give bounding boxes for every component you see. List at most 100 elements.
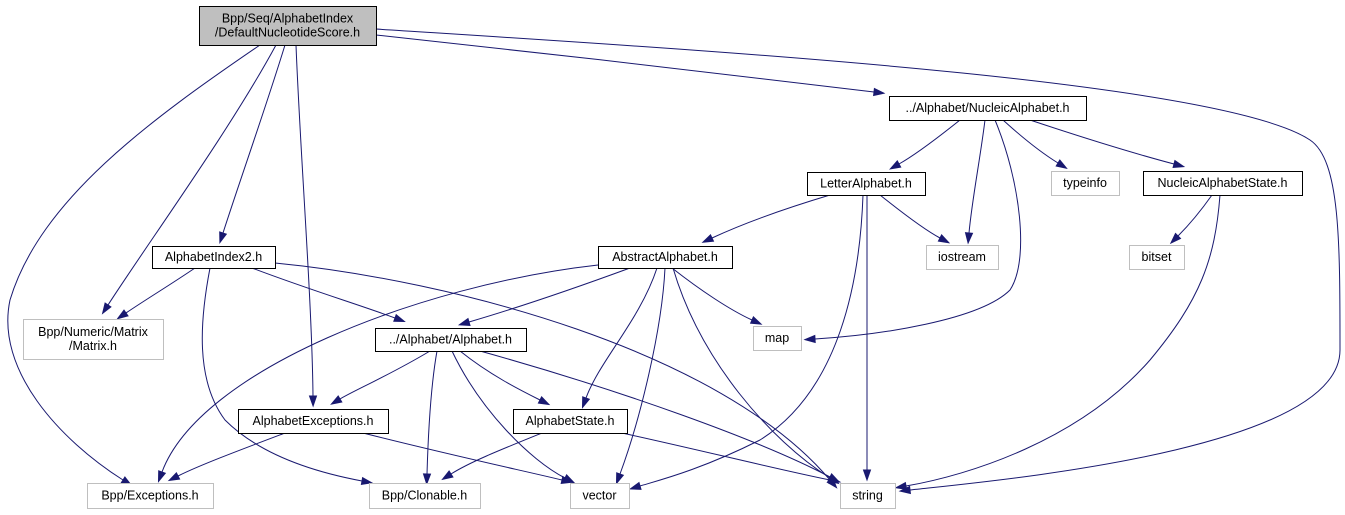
node-abstract-alphabet[interactable]: AbstractAlphabet.h <box>598 246 733 269</box>
edge-line <box>251 267 396 319</box>
node-label: ../Alphabet/Alphabet.h <box>389 333 512 347</box>
nodes-layer: Bpp/Seq/AlphabetIndex/DefaultNucleotideS… <box>23 6 1303 509</box>
edge-alphabet-index2-to-matrix <box>116 267 196 320</box>
node-box <box>152 246 276 269</box>
edge-line <box>1002 119 1059 164</box>
node-box <box>369 483 481 509</box>
edge-line <box>107 44 277 306</box>
edge-nucleic-alphabet-to-nucleic-alphabet-state <box>1029 119 1186 168</box>
arrowhead-icon <box>457 317 471 326</box>
edge-alphabet-state-to-string <box>621 432 842 484</box>
node-box <box>87 483 214 509</box>
arrowhead-icon <box>116 309 129 320</box>
arrowhead-icon <box>422 473 432 486</box>
node-box <box>23 319 164 360</box>
arrowhead-icon <box>894 481 908 491</box>
arrowhead-icon <box>157 470 167 483</box>
node-box <box>375 328 527 352</box>
arrowhead-icon <box>441 470 454 481</box>
arrowhead-icon <box>964 232 974 245</box>
edge-line <box>177 432 286 477</box>
edge-line <box>295 44 314 397</box>
edge-line <box>375 34 875 93</box>
edge-nucleic-alphabet-state-to-bitset <box>1169 194 1213 245</box>
node-label: typeinfo <box>1063 176 1107 190</box>
node-label: vector <box>582 489 616 503</box>
arrowhead-icon <box>167 472 181 482</box>
edges-layer <box>7 28 1341 495</box>
edge-line <box>968 119 986 234</box>
edge-letter-alphabet-to-iostream <box>879 194 951 244</box>
node-label: Bpp/Numeric/Matrix <box>38 325 148 339</box>
node-clonable: Bpp/Clonable.h <box>369 483 481 509</box>
node-alphabet-index2[interactable]: AlphabetIndex2.h <box>152 246 276 269</box>
edge-line <box>459 350 541 401</box>
node-label: map <box>765 331 789 345</box>
node-letter-alphabet[interactable]: LetterAlphabet.h <box>807 172 926 196</box>
edge-line <box>671 267 753 321</box>
node-iostream: iostream <box>926 245 999 270</box>
edge-abstract-alphabet-to-map <box>671 267 763 325</box>
arrowhead-icon <box>1172 159 1186 168</box>
node-label: Bpp/Exceptions.h <box>101 489 198 503</box>
arrowhead-icon <box>537 396 551 406</box>
edge-abstract-alphabet-to-string <box>672 267 840 485</box>
edge-alphabet-to-clonable <box>422 350 438 486</box>
arrowhead-icon <box>862 469 872 482</box>
arrowhead-icon <box>219 231 228 244</box>
edge-alphabet-to-alphabet-state <box>459 350 551 406</box>
edge-line <box>814 119 1022 340</box>
edge-line <box>222 44 286 234</box>
edge-line <box>1029 119 1175 165</box>
node-nucleic-alphabet-state[interactable]: NucleicAlphabetState.h <box>1143 171 1303 196</box>
arrowhead-icon <box>873 87 886 97</box>
edge-line <box>1177 194 1213 237</box>
node-box <box>926 245 999 270</box>
edge-alphabet-index2-to-alphabet <box>251 267 406 323</box>
node-label: LetterAlphabet.h <box>820 177 912 191</box>
edge-line <box>125 267 196 314</box>
node-label: /DefaultNucleotideScore.h <box>215 26 360 40</box>
edge-alphabet-to-alphabet-exceptions <box>330 350 431 405</box>
edge-alphabet-index2-to-clonable <box>201 267 374 486</box>
arrowhead-icon <box>1055 159 1068 169</box>
edge-root-to-alphabet-index2 <box>219 44 286 244</box>
node-box <box>199 6 377 46</box>
arrowhead-icon <box>888 160 902 170</box>
edge-root-to-matrix <box>101 44 277 315</box>
node-typeinfo: typeinfo <box>1051 171 1120 196</box>
node-nucleic-alphabet[interactable]: ../Alphabet/NucleicAlphabet.h <box>889 96 1087 121</box>
node-bitset: bitset <box>1129 245 1185 270</box>
node-label: string <box>852 489 883 503</box>
edge-alphabet-exceptions-to-vector <box>362 432 574 484</box>
node-box <box>1129 245 1185 270</box>
node-root[interactable]: Bpp/Seq/AlphabetIndex/DefaultNucleotideS… <box>199 6 377 46</box>
edge-line <box>672 267 831 479</box>
edge-letter-alphabet-to-string <box>862 195 872 482</box>
edge-line <box>621 432 831 481</box>
edge-line <box>711 194 831 239</box>
node-box <box>1051 171 1120 196</box>
edge-alphabet-exceptions-to-exceptions <box>167 432 286 482</box>
node-alphabet[interactable]: ../Alphabet/Alphabet.h <box>375 328 527 352</box>
node-box <box>513 409 628 434</box>
arrowhead-icon <box>308 395 318 408</box>
node-box <box>570 483 630 509</box>
arrowhead-icon <box>701 233 715 243</box>
node-map: map <box>753 326 802 351</box>
node-box <box>840 483 896 509</box>
arrowhead-icon <box>615 472 625 485</box>
arrowhead-icon <box>937 234 951 244</box>
node-exceptions: Bpp/Exceptions.h <box>87 483 214 509</box>
node-alphabet-state[interactable]: AlphabetState.h <box>513 409 628 434</box>
node-label: AlphabetState.h <box>526 414 615 428</box>
node-label: Bpp/Seq/AlphabetIndex <box>222 12 354 26</box>
node-label: /Matrix.h <box>69 339 117 353</box>
node-label: Bpp/Clonable.h <box>382 489 468 503</box>
edge-abstract-alphabet-to-exceptions <box>157 264 599 483</box>
node-label: AbstractAlphabet.h <box>612 250 718 264</box>
edge-line <box>274 262 831 481</box>
arrowhead-icon <box>581 396 591 409</box>
node-alphabet-exceptions[interactable]: AlphabetExceptions.h <box>238 409 389 434</box>
edge-line <box>898 119 961 165</box>
